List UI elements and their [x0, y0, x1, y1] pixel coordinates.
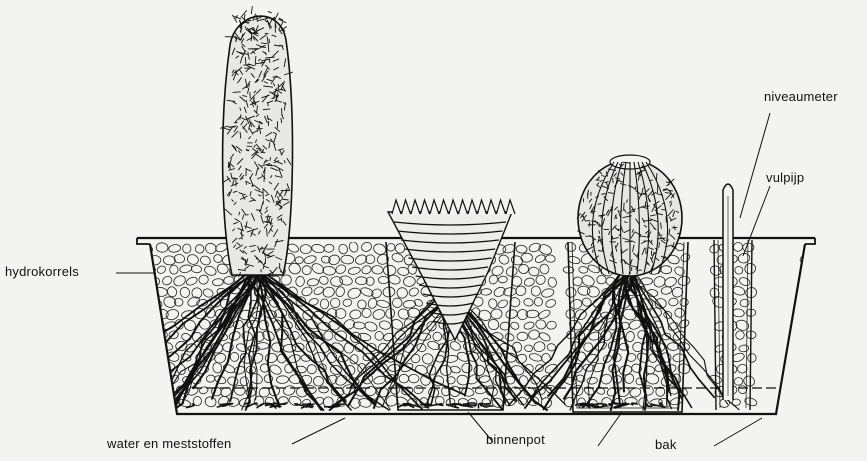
- label-hydrokorrels: hydrokorrels: [5, 264, 79, 279]
- label-vulpijp: vulpijp: [766, 170, 804, 185]
- level-meter: [723, 184, 733, 400]
- label-water-en-meststoffen: water en meststoffen: [107, 436, 231, 451]
- tall-cactus: [220, 6, 293, 277]
- round-cactus: [577, 155, 682, 277]
- label-niveaumeter: niveaumeter: [764, 89, 838, 104]
- label-binnenpot: binnenpot: [486, 432, 545, 447]
- label-bak: bak: [655, 437, 677, 452]
